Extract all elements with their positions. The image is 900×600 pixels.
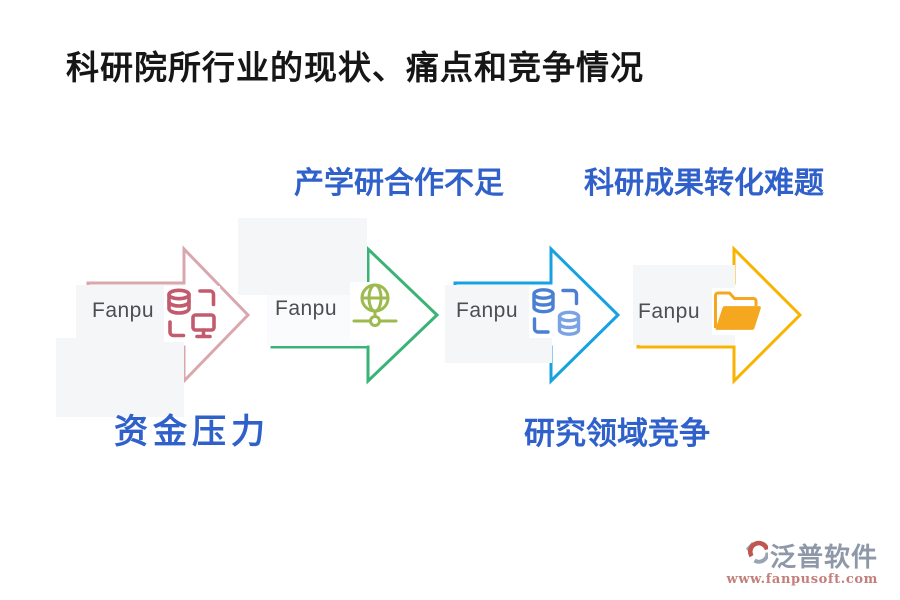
- label-industry-academia-cooperation: 产学研合作不足: [294, 166, 504, 201]
- globe-network-icon: [350, 282, 400, 340]
- label-funding-pressure: 资金压力: [114, 412, 270, 452]
- brand-name: 泛普软件: [769, 543, 878, 574]
- label-research-field-competition: 研究领域竞争: [524, 416, 710, 452]
- arrow-1-brand-label: Fanpu: [92, 299, 155, 322]
- fanpu-watermark: 泛普软件 www.fanpusoft.com: [727, 539, 878, 588]
- open-folder-icon: [712, 288, 764, 335]
- arrow-2-brand-label: Fanpu: [275, 297, 338, 320]
- gray-patch: [56, 338, 184, 417]
- arrow-4-brand-label: Fanpu: [638, 300, 701, 323]
- page-title: 科研院所行业的现状、痛点和竞争情况: [66, 48, 644, 87]
- arrow-3-brand-label: Fanpu: [456, 299, 519, 322]
- gray-patch: [238, 218, 367, 295]
- label-achievement-transformation: 科研成果转化难题: [584, 166, 824, 201]
- website-url: www.fanpusoft.com: [726, 572, 878, 588]
- dual-database-icon: [529, 286, 584, 338]
- fanpu-logo-icon: [745, 539, 770, 571]
- database-monitor-icon: [164, 286, 220, 342]
